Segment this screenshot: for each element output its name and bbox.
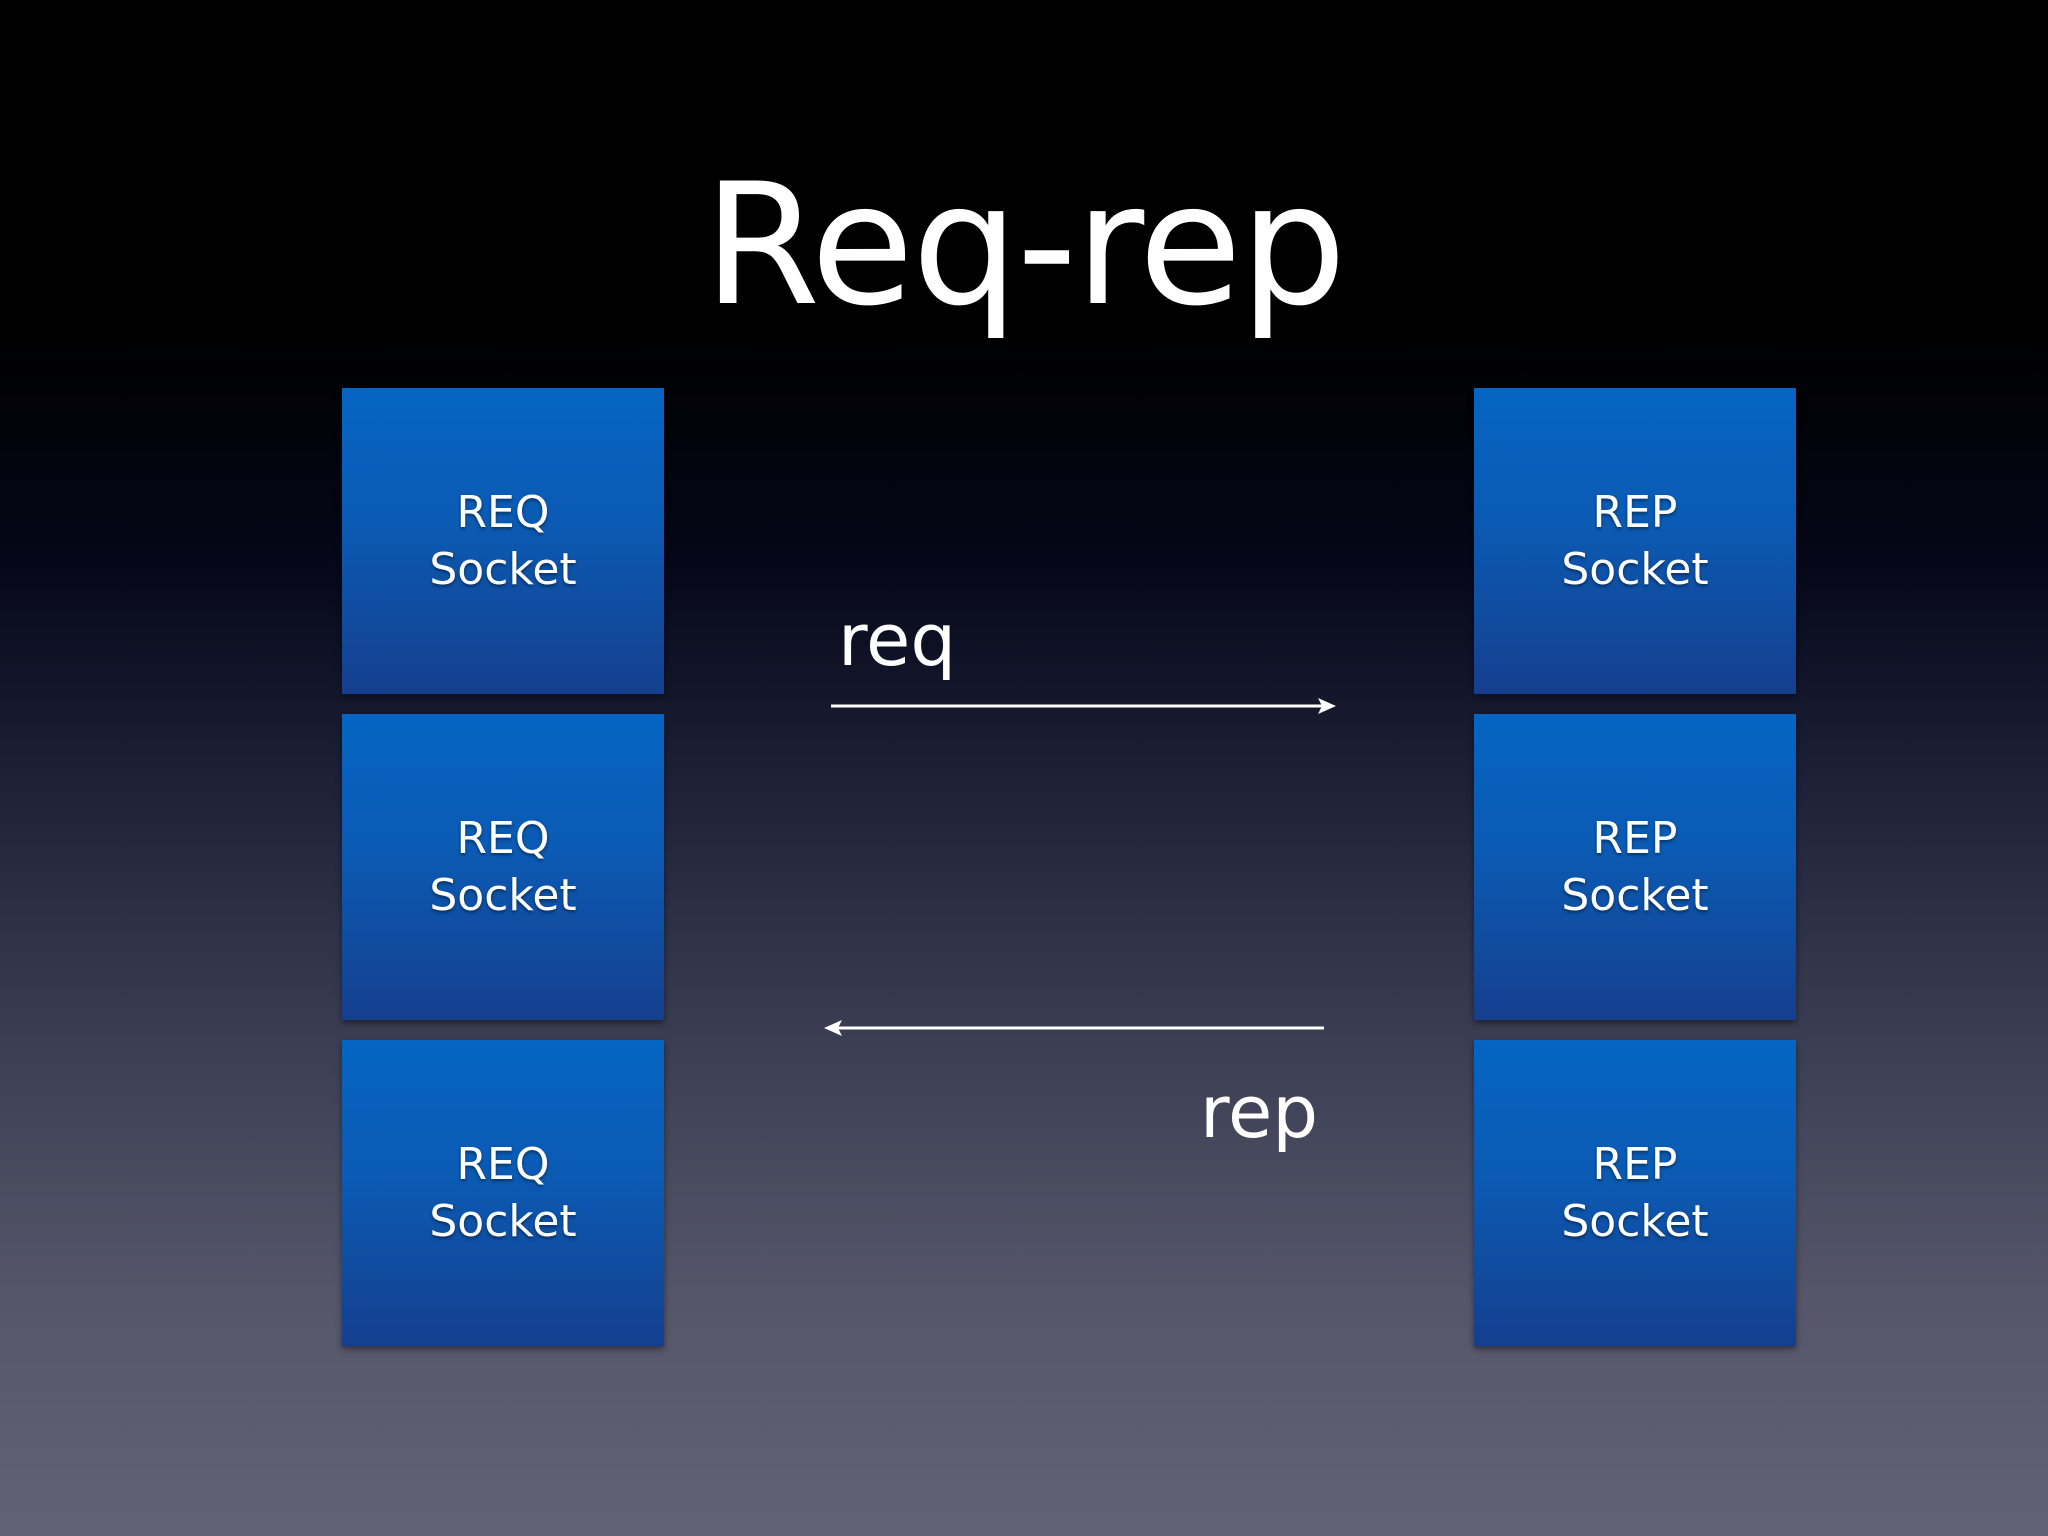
rep-socket-box-3: REP Socket bbox=[1474, 1040, 1796, 1346]
reply-arrow bbox=[824, 1020, 1324, 1036]
request-label: req bbox=[838, 598, 957, 682]
rep-socket-label: Socket bbox=[1561, 870, 1709, 921]
arrow-left-icon bbox=[824, 1020, 842, 1036]
rep-socket-box-1: REP Socket bbox=[1474, 388, 1796, 694]
rep-socket-type: REP bbox=[1592, 487, 1678, 538]
req-socket-label: Socket bbox=[429, 870, 577, 921]
req-socket-type: REQ bbox=[456, 487, 550, 538]
request-arrow bbox=[831, 698, 1336, 714]
rep-socket-label: Socket bbox=[1561, 544, 1709, 595]
req-socket-box-3: REQ Socket bbox=[342, 1040, 664, 1346]
rep-socket-label: Socket bbox=[1561, 1196, 1709, 1247]
req-socket-label: Socket bbox=[429, 544, 577, 595]
rep-socket-type: REP bbox=[1592, 813, 1678, 864]
arrow-right-icon bbox=[1318, 698, 1336, 714]
reply-label: rep bbox=[1200, 1070, 1319, 1154]
slide-title: Req-rep bbox=[703, 147, 1346, 343]
req-socket-label: Socket bbox=[429, 1196, 577, 1247]
req-socket-type: REQ bbox=[456, 813, 550, 864]
req-socket-box-1: REQ Socket bbox=[342, 388, 664, 694]
req-socket-type: REQ bbox=[456, 1139, 550, 1190]
req-socket-box-2: REQ Socket bbox=[342, 714, 664, 1020]
rep-socket-type: REP bbox=[1592, 1139, 1678, 1190]
rep-socket-box-2: REP Socket bbox=[1474, 714, 1796, 1020]
